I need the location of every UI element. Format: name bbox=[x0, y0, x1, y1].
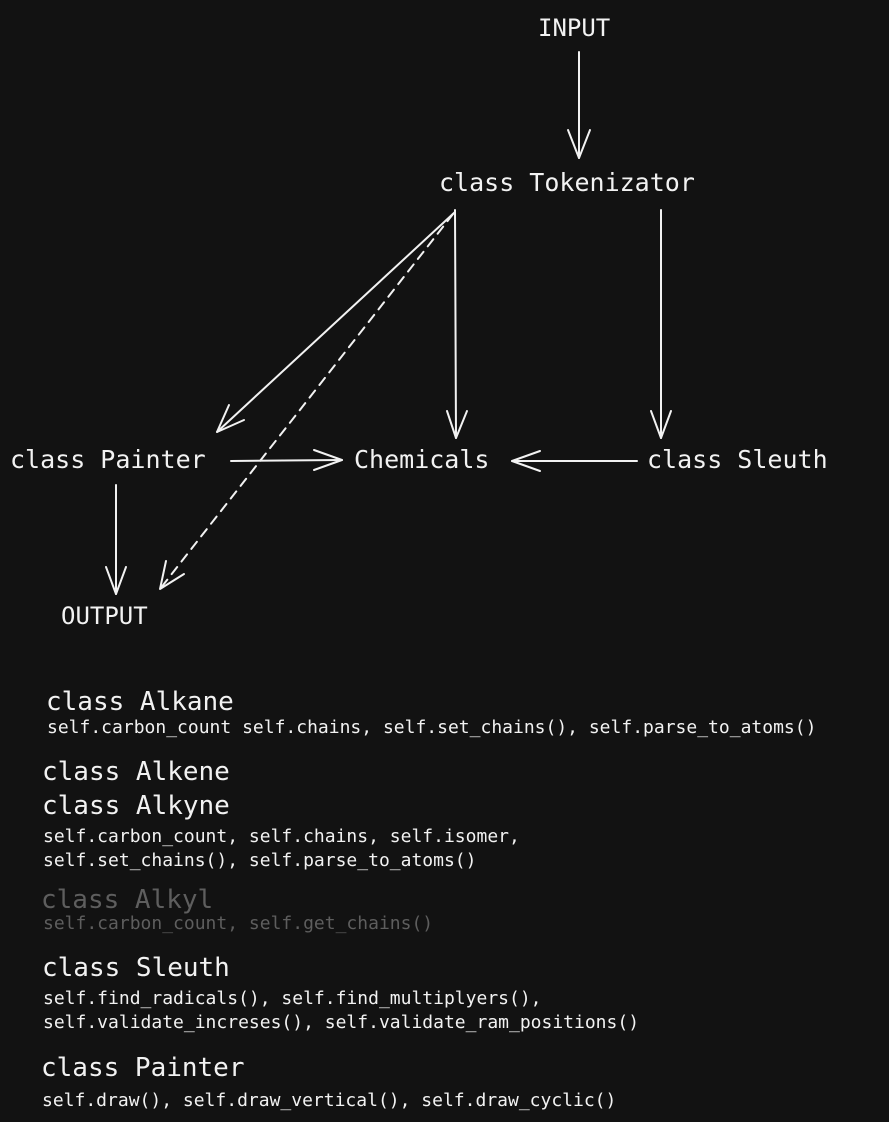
arrow-tokenizator-to-sleuth bbox=[650, 209, 672, 439]
node-tokenizator: class Tokenizator bbox=[439, 168, 695, 197]
arrow-tokenizator-to-chemicals bbox=[446, 209, 468, 439]
diagram-arrows bbox=[105, 51, 672, 595]
class-sleuth-title: class Sleuth bbox=[42, 953, 230, 983]
node-painter: class Painter bbox=[10, 445, 206, 474]
class-alkyne-members-line2: self.set_chains(), self.parse_to_atoms() bbox=[43, 850, 477, 871]
class-alkyne-members-line1: self.carbon_count, self.chains, self.iso… bbox=[43, 826, 520, 847]
arrow-tokenizator-to-painter bbox=[216, 211, 456, 433]
class-alkane-title: class Alkane bbox=[46, 687, 234, 717]
class-sleuth-members-line1: self.find_radicals(), self.find_multiply… bbox=[43, 988, 542, 1009]
node-input: INPUT bbox=[538, 14, 611, 42]
node-sleuth: class Sleuth bbox=[647, 445, 828, 474]
class-alkyl-members: self.carbon_count, self.get_chains() bbox=[43, 913, 434, 934]
arrow-input-to-tokenizator bbox=[567, 51, 591, 159]
class-alkene-title: class Alkene bbox=[42, 757, 230, 787]
class-alkyne-title: class Alkyne bbox=[42, 791, 230, 821]
arrow-tokenizator-to-output-dashed bbox=[159, 213, 454, 590]
class-alkyl-title: class Alkyl bbox=[41, 885, 214, 915]
arrow-sleuth-to-chemicals bbox=[511, 450, 638, 472]
node-chemicals: Chemicals bbox=[354, 445, 490, 474]
class-painter-members: self.draw(), self.draw_vertical(), self.… bbox=[42, 1090, 617, 1111]
arrow-painter-to-chemicals bbox=[230, 449, 343, 471]
class-alkane-members: self.carbon_count self.chains, self.set_… bbox=[47, 717, 817, 738]
arrow-painter-to-output bbox=[105, 484, 127, 595]
class-painter-title: class Painter bbox=[41, 1053, 245, 1083]
class-sleuth-members-line2: self.validate_increses(), self.validate_… bbox=[43, 1012, 640, 1033]
node-output: OUTPUT bbox=[61, 602, 148, 630]
